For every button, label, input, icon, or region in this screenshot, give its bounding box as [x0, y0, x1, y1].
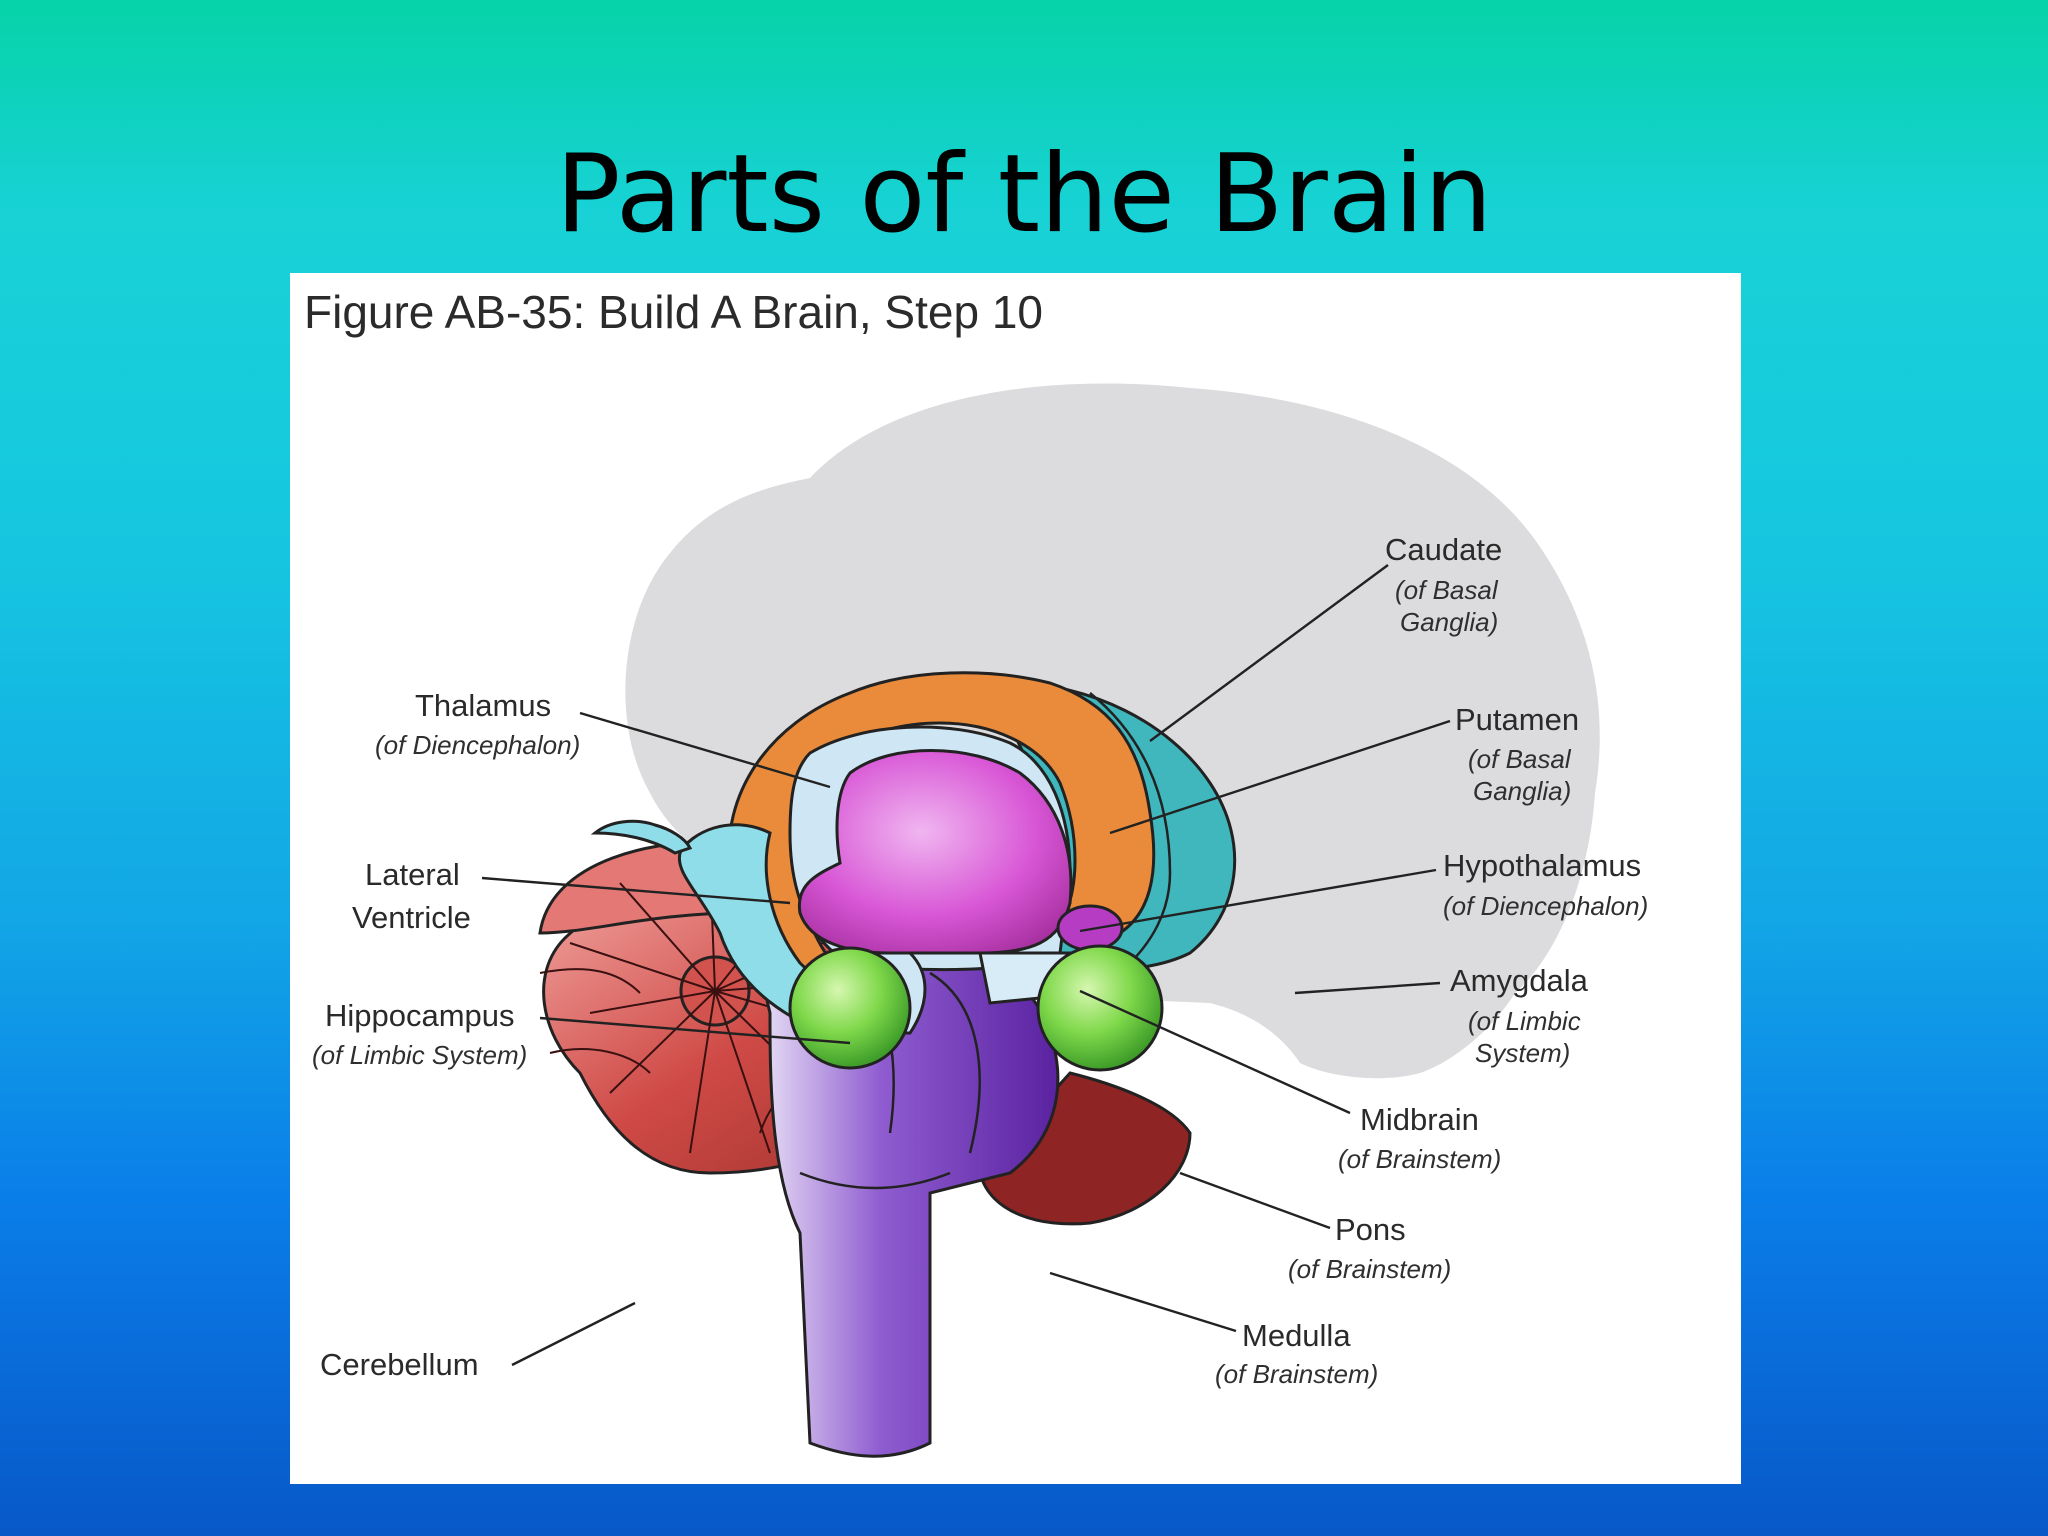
- amygdala-left: [788, 946, 912, 1070]
- label-hippocampus-sub1: (of Limbic System): [312, 1040, 527, 1070]
- label-pons-sub1: (of Brainstem): [1288, 1254, 1451, 1284]
- label-amygdala-sub1: (of Limbic: [1468, 1006, 1581, 1036]
- label-hypothalamus: Hypothalamus: [1443, 848, 1641, 883]
- leader-lines: [481, 564, 1451, 1367]
- brain-figure: Figure AB-35: Build A Brain, Step 10: [290, 273, 1741, 1484]
- label-hypothalamus-sub1: (of Diencephalon): [1443, 891, 1648, 921]
- ventricle-tip: [590, 819, 693, 855]
- label-putamen: Putamen: [1455, 702, 1579, 737]
- hypothalamus-shape: [1056, 904, 1124, 952]
- label-medulla: Medulla: [1242, 1318, 1351, 1353]
- label-midbrain: Midbrain: [1360, 1102, 1479, 1137]
- thalamus-shape: [797, 749, 1073, 955]
- label-ventricle: Ventricle: [352, 900, 471, 935]
- label-midbrain-sub1: (of Brainstem): [1338, 1144, 1501, 1174]
- slide-title: Parts of the Brain: [555, 132, 1493, 257]
- label-putamen-sub2: Ganglia): [1473, 776, 1571, 806]
- amygdala-right: [1036, 944, 1164, 1072]
- label-hippocampus: Hippocampus: [325, 998, 515, 1033]
- label-thalamus: Thalamus: [415, 688, 551, 723]
- label-thalamus-sub1: (of Diencephalon): [375, 730, 580, 760]
- label-medulla-sub1: (of Brainstem): [1215, 1359, 1378, 1389]
- label-amygdala-sub2: System): [1475, 1038, 1570, 1068]
- label-caudate-sub1: (of Basal: [1395, 575, 1499, 605]
- label-caudate-sub2: Ganglia): [1400, 607, 1498, 637]
- label-putamen-sub1: (of Basal: [1468, 744, 1572, 774]
- label-amygdala: Amygdala: [1450, 963, 1589, 998]
- label-caudate: Caudate: [1385, 532, 1502, 567]
- label-cerebellum: Cerebellum: [320, 1347, 479, 1382]
- figure-caption: Figure AB-35: Build A Brain, Step 10: [304, 286, 1044, 338]
- label-pons: Pons: [1335, 1212, 1406, 1247]
- label-lateral: Lateral: [365, 857, 460, 892]
- brain-diagram: Caudate (of Basal Ganglia) Putamen (of B…: [312, 383, 1648, 1458]
- cerebellum-back: [978, 1071, 1192, 1226]
